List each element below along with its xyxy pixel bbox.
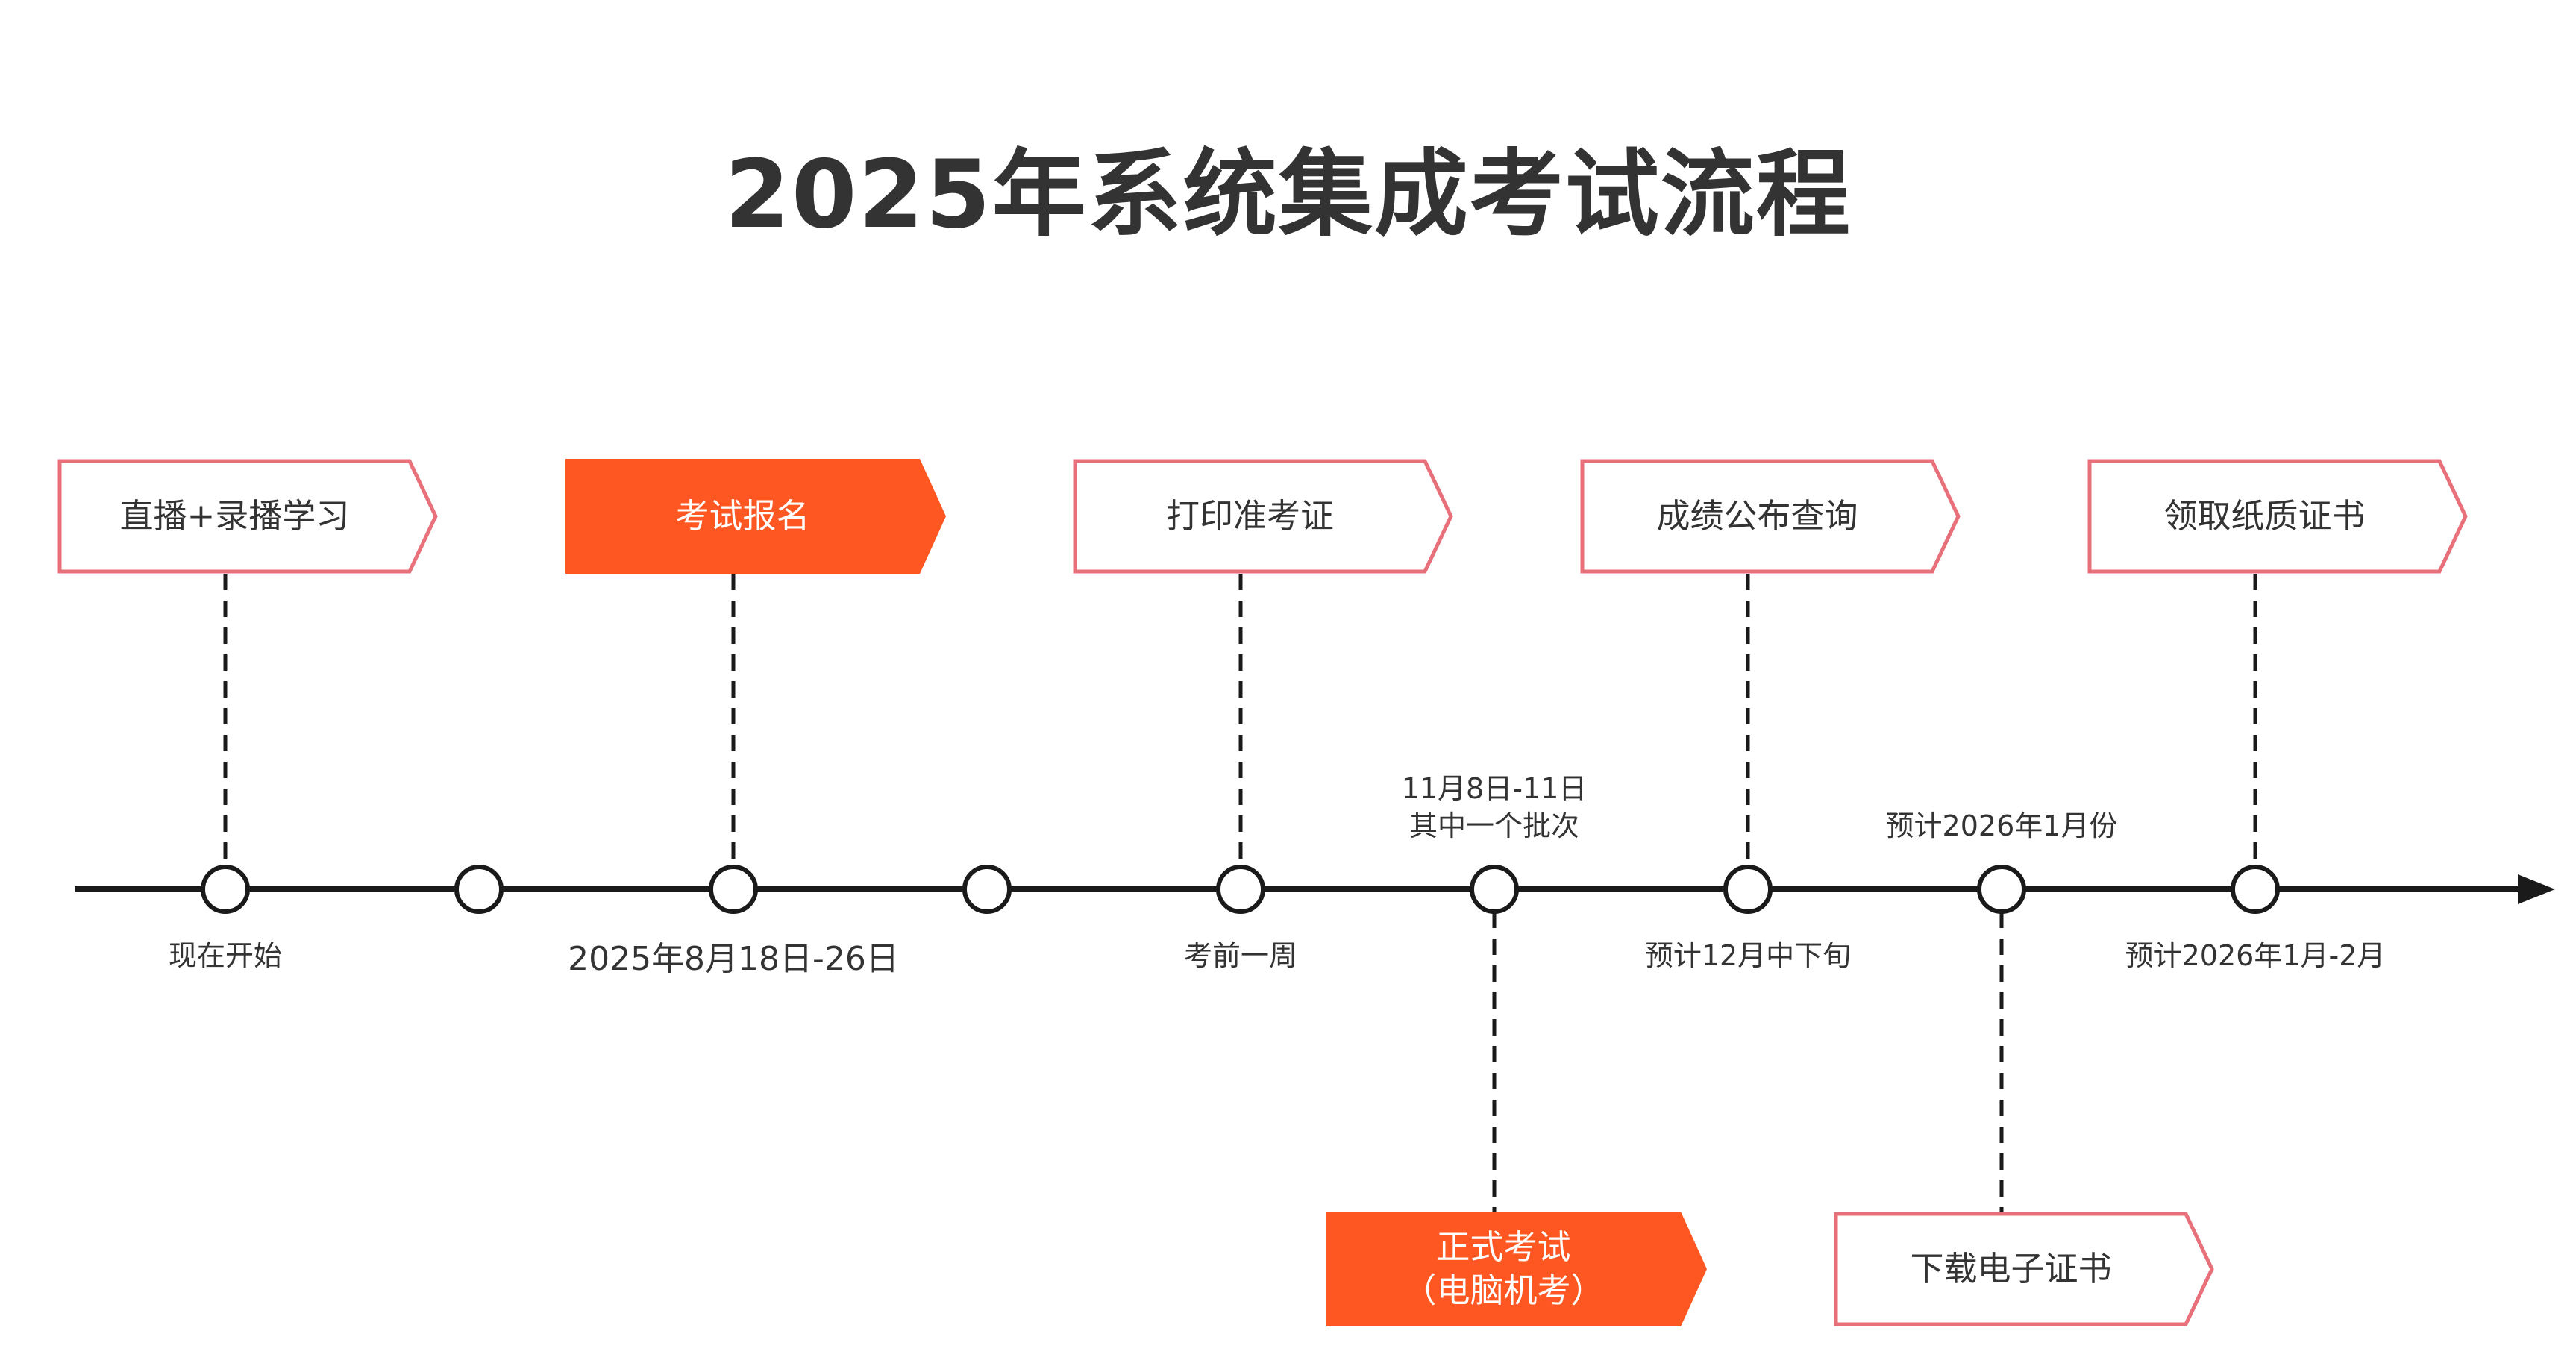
step-date-7: 预计2026年1月-2月: [2125, 939, 2386, 972]
tag-shape: [57, 459, 438, 574]
timeline-node-5: [1723, 865, 1773, 914]
tag-shape: [565, 459, 946, 574]
timeline-node-2: [709, 865, 758, 914]
step-date-2: 2025年8月18日-26日: [568, 940, 899, 978]
timeline-dot-2: [962, 865, 1012, 914]
step-tag-4: 正式考试 （电脑机考）: [1326, 1212, 1707, 1326]
axis-arrowhead: [2518, 874, 2555, 904]
step-date-4: 11月8日-11日 其中一个批次: [1401, 772, 1588, 842]
step-tag-6: 下载电子证书: [1834, 1212, 2214, 1326]
connector-group: [223, 574, 2257, 1212]
step-date-6: 预计2026年1月份: [1885, 809, 2118, 842]
tag-shape: [1073, 459, 1453, 574]
timeline-node-6: [1977, 865, 2026, 914]
timeline-node-3: [1216, 865, 1265, 914]
step-date-1: 现在开始: [168, 939, 283, 972]
step-tag-5: 成绩公布查询: [1580, 459, 1961, 574]
tag-shape: [2087, 459, 2468, 574]
step-label: 领取纸质证书: [2163, 495, 2366, 536]
step-label: 正式考试 （电脑机考）: [1403, 1227, 1605, 1311]
step-date-5: 预计12月中下旬: [1644, 939, 1852, 972]
timeline-node-7: [2231, 865, 2280, 914]
step-tag-3: 打印准考证: [1073, 459, 1453, 574]
page-title: 2025年系统集成考试流程: [724, 140, 1852, 249]
timeline-node-1: [201, 865, 250, 914]
step-tag-7: 领取纸质证书: [2087, 459, 2468, 574]
step-tag-1: 直播+录播学习: [57, 459, 438, 574]
step-label: 打印准考证: [1165, 495, 1334, 536]
tag-shape: [1580, 459, 1961, 574]
node-group: [201, 865, 2280, 914]
step-label: 考试报名: [675, 495, 810, 536]
tag-shape: [1834, 1212, 2214, 1326]
timeline-dot-1: [454, 865, 504, 914]
timeline-node-4: [1470, 865, 1519, 914]
step-date-3: 考前一周: [1183, 939, 1298, 972]
step-label: 成绩公布查询: [1656, 495, 1858, 536]
step-label: 下载电子证书: [1910, 1248, 2112, 1288]
step-tag-2: 考试报名: [565, 459, 946, 574]
step-label: 直播+录播学习: [119, 495, 350, 536]
tag-shape: [1326, 1212, 1707, 1326]
